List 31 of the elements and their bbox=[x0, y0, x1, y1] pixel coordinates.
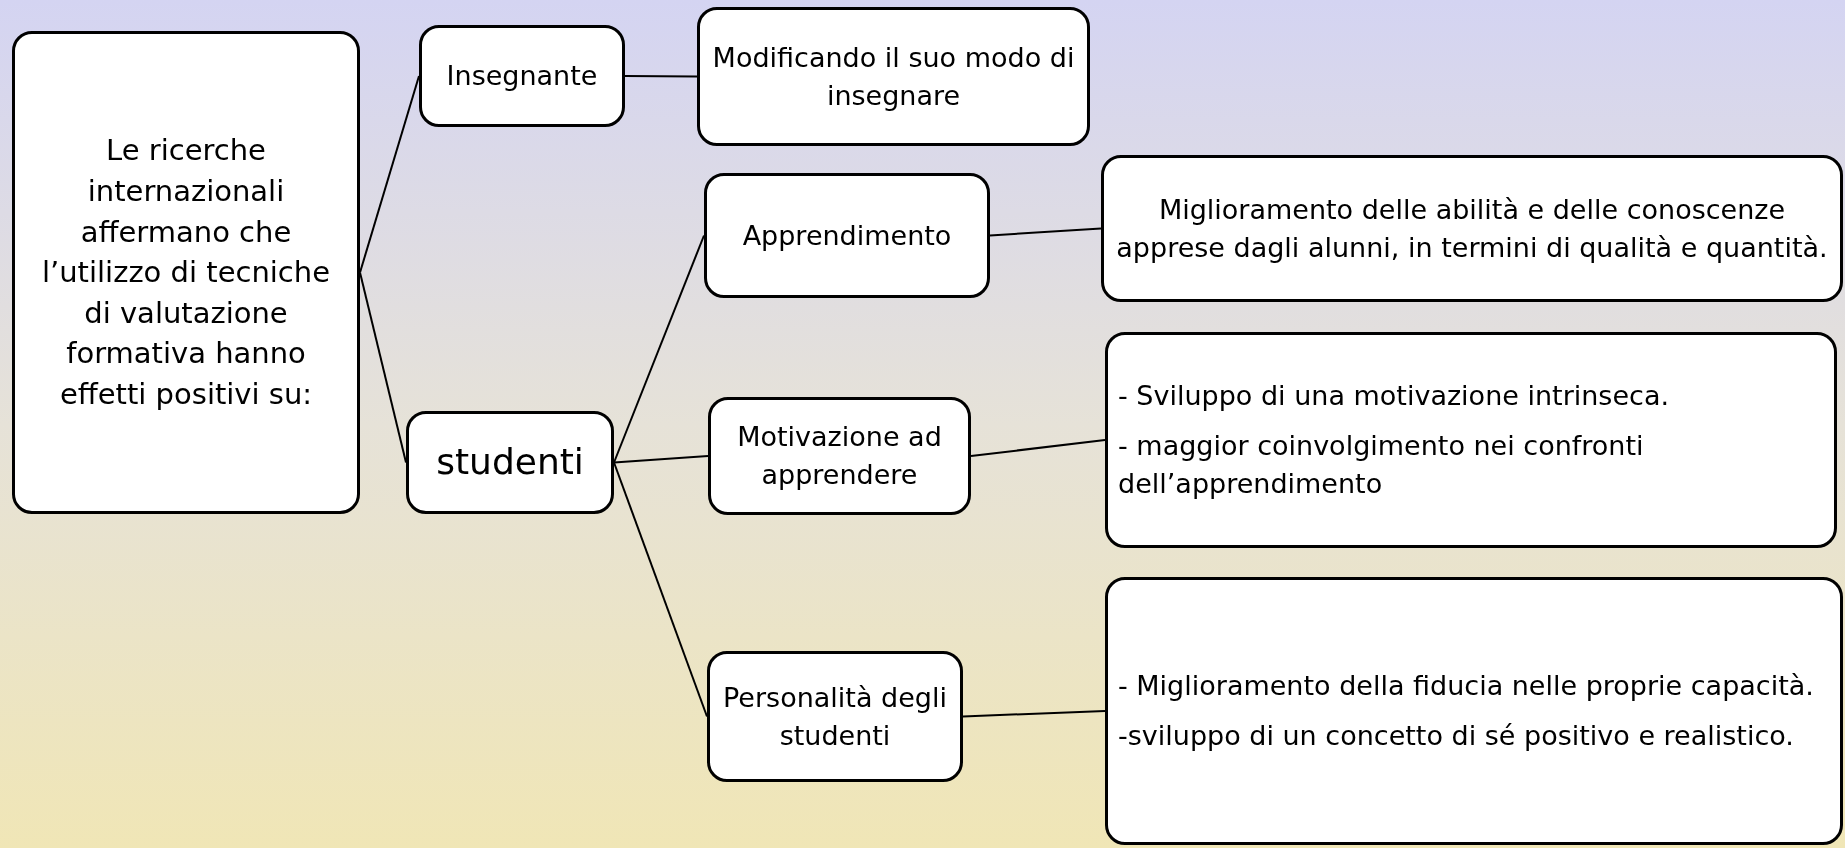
connector-line bbox=[613, 234, 705, 464]
node-text: Insegnante bbox=[446, 59, 598, 94]
connector-line bbox=[359, 75, 420, 274]
connector-line bbox=[624, 75, 698, 78]
node-text: Le ricerche internazionali affermano che l’utilizzo di tecniche di valutazione formativa hanno effetti positivi su: bbox=[40, 132, 331, 413]
connector-line bbox=[359, 271, 407, 464]
connector-line bbox=[613, 455, 709, 464]
text-box bbox=[406, 411, 614, 514]
node-text: Personalità degli studenti bbox=[722, 680, 948, 753]
text-box bbox=[708, 397, 971, 515]
node-text: studenti bbox=[436, 440, 584, 485]
connector-line bbox=[962, 710, 1106, 718]
text-box bbox=[1101, 155, 1843, 302]
text-box bbox=[1105, 332, 1837, 548]
text-box bbox=[12, 31, 360, 514]
node-text: -sviluppo di un concetto di sé positivo e realistico. bbox=[1118, 719, 1794, 753]
text-box bbox=[704, 173, 990, 298]
connector-line bbox=[989, 227, 1102, 237]
node-text: Miglioramento delle abilità e delle conoscenze apprese dagli alunni, in termini di qualità e quantità. bbox=[1115, 192, 1829, 265]
node-text: - maggior coinvolgimento nei confronti dell’apprendimento bbox=[1118, 429, 1645, 501]
connector-line bbox=[970, 439, 1106, 457]
node-text: - Sviluppo di una motivazione intrinseca. bbox=[1118, 379, 1669, 414]
connector-line bbox=[613, 461, 708, 718]
node-text: Motivazione ad apprendere bbox=[736, 420, 943, 492]
node-text: Modificando il suo modo di insegnare bbox=[711, 40, 1076, 113]
text-box bbox=[707, 651, 963, 782]
text-box bbox=[1105, 577, 1843, 845]
node-text: - Miglioramento della fiducia nelle proprie capacità. bbox=[1118, 669, 1814, 704]
text-box bbox=[697, 7, 1090, 146]
text-box bbox=[419, 25, 625, 127]
node-text: Apprendimento bbox=[742, 218, 952, 253]
